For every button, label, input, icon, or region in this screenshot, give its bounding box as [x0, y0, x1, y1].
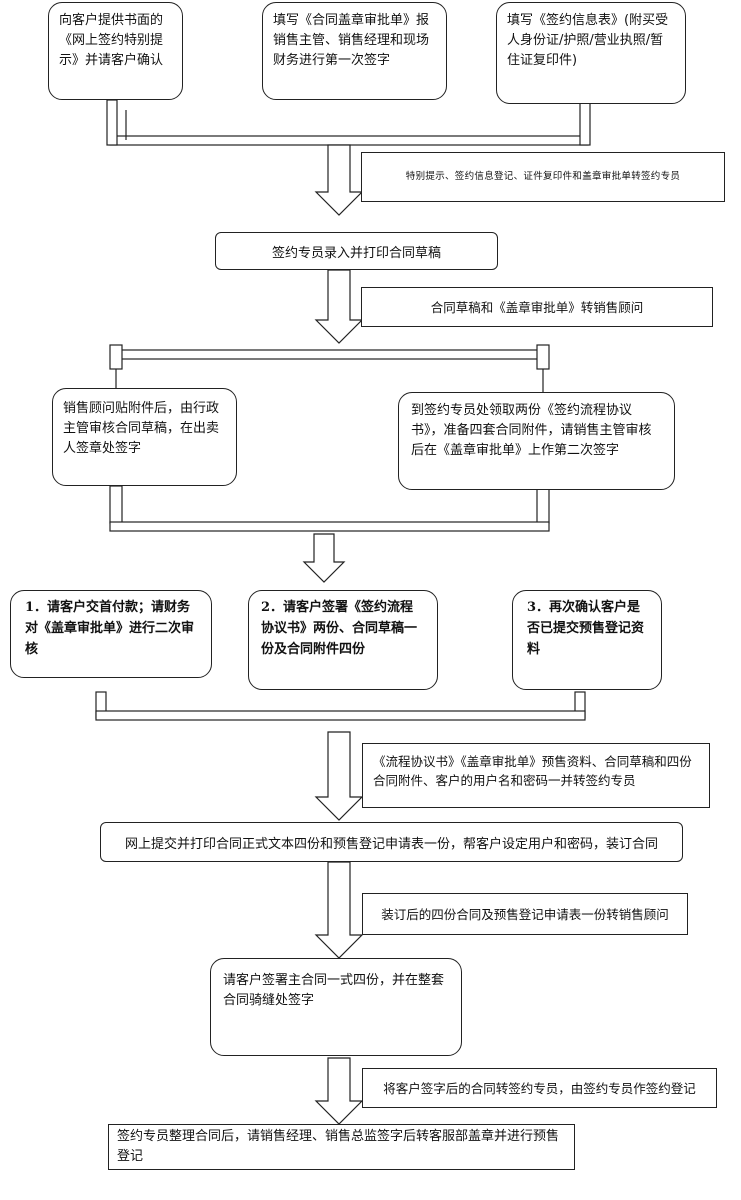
step-sign-info-form: 填写《签约信息表》(附买受人身份证/护照/营业执照/暂住证复印件) [496, 2, 686, 104]
arrow-1 [314, 144, 364, 216]
step-admin-review: 销售顾问贴附件后，由行政主管审核合同草稿，在出卖人签章处签字 [52, 388, 237, 486]
step-approval-first-sign: 填写《合同盖章审批单》报销售主管、销售经理和现场财务进行第一次签字 [262, 2, 447, 100]
merge-bar-2 [109, 521, 550, 532]
step-confirm-presale-docs: 3．再次确认客户是否已提交预售登记资料 [512, 590, 662, 690]
arrow-3 [302, 533, 346, 583]
step-customer-sign-main: 请客户签署主合同一式四份，并在整套合同骑缝处签字 [210, 958, 462, 1056]
arrow-5 [314, 861, 364, 959]
note-bound-contracts-to-consultant: 装订后的四份合同及预售登记申请表一份转销售顾问 [362, 893, 688, 935]
arrow-6 [314, 1057, 364, 1125]
arrow-4 [314, 731, 364, 821]
step-down-payment: 1．请客户交首付款；请财务对《盖章审批单》进行二次审核 [10, 590, 212, 678]
arrow-2 [314, 269, 364, 344]
step-final-registration: 签约专员整理合同后，请销售经理、销售总监签字后转客服部盖章并进行预售登记 [108, 1124, 575, 1170]
note-documents-to-clerk: 《流程协议书》《盖章审批单》预售资料、合同草稿和四份合同附件、客户的用户名和密码… [362, 743, 710, 808]
split-bar-1 [114, 349, 544, 360]
step-online-submit: 网上提交并打印合同正式文本四份和预售登记申请表一份，帮客户设定用户和密码，装订合… [100, 822, 683, 862]
step-customer-sign-docs: 2．请客户签署《签约流程协议书》两份、合同草稿一份及合同附件四份 [248, 590, 438, 690]
note-transfer-to-clerk: 特别提示、签约信息登记、证件复印件和盖章审批单转签约专员 [361, 152, 725, 202]
step-provide-notice: 向客户提供书面的《网上签约特别提示》并请客户确认 [48, 2, 183, 100]
merge-bar-3 [95, 710, 586, 721]
step-draft-contract: 签约专员录入并打印合同草稿 [215, 232, 498, 270]
merge-bar-1 [109, 135, 589, 146]
note-draft-to-consultant: 合同草稿和《盖章审批单》转销售顾问 [361, 287, 713, 327]
note-signed-to-clerk: 将客户签字后的合同转签约专员，由签约专员作签约登记 [362, 1068, 717, 1108]
step-second-sign: 到签约专员处领取两份《签约流程协议书》，准备四套合同附件，请销售主管审核后在《盖… [398, 392, 675, 490]
